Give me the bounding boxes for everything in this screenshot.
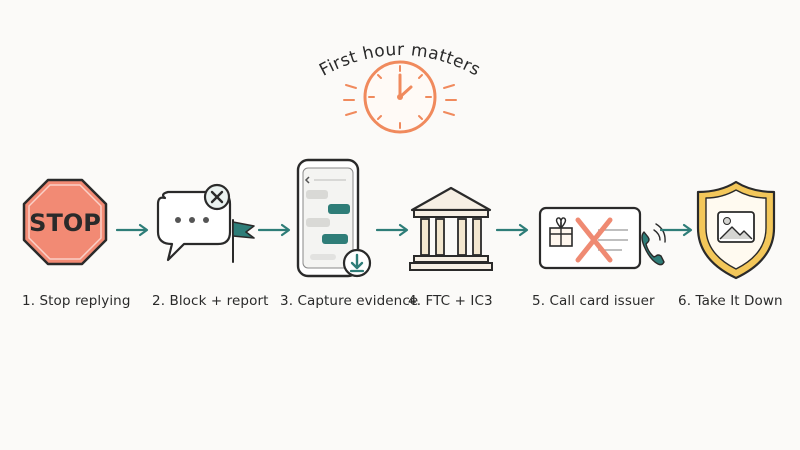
step-3-label: 3. Capture evidence <box>280 293 419 309</box>
government-building-icon <box>409 186 493 271</box>
stop-sign-icon: STOP <box>22 178 108 266</box>
step-2-label: 2. Block + report <box>152 293 269 309</box>
stop-sign-text: STOP <box>29 209 101 237</box>
arrow-4-icon <box>496 223 529 237</box>
step-6-label: 6. Take It Down <box>678 293 783 309</box>
clock-icon <box>343 60 457 134</box>
gift-card-cancel-icon <box>538 206 666 270</box>
arrow-2-icon <box>258 223 291 237</box>
shield-image-icon <box>696 180 776 280</box>
phone-download-icon <box>296 158 372 278</box>
step-5-label: 5. Call card issuer <box>532 293 655 309</box>
chat-block-flag-icon <box>156 183 255 263</box>
step-1-label: 1. Stop replying <box>22 293 131 309</box>
arrow-1-icon <box>116 223 149 237</box>
step-4-label: 4. FTC + IC3 <box>408 293 493 309</box>
arrow-3-icon <box>376 223 409 237</box>
arrow-5-icon <box>660 223 693 237</box>
